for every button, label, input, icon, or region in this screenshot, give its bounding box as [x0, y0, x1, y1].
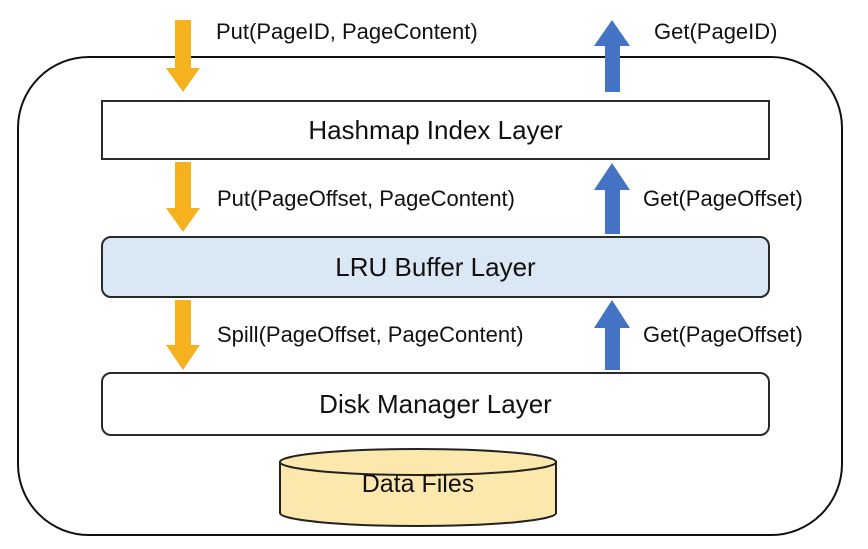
hashmap-index-layer: Hashmap Index Layer	[101, 100, 770, 160]
data-files-cylinder	[279, 448, 557, 527]
lru-buffer-layer-label: LRU Buffer Layer	[335, 251, 536, 282]
data-files-label: Data Files	[361, 470, 475, 498]
hashmap-index-layer-label: Hashmap Index Layer	[308, 114, 563, 145]
put-top-arrow	[166, 20, 200, 92]
spill-arrow	[166, 300, 200, 370]
disk-manager-layer: Disk Manager Layer	[101, 372, 770, 436]
get-pageoffset-bottom-label: Get(PageOffset)	[643, 322, 803, 347]
put-pageid-label: Put(PageID, PageContent)	[216, 19, 478, 44]
put-pageoffset-label: Put(PageOffset, PageContent)	[217, 186, 515, 211]
get-top-arrow	[594, 20, 630, 92]
get-pageid-label: Get(PageID)	[654, 19, 778, 44]
lru-buffer-layer: LRU Buffer Layer	[101, 236, 770, 298]
disk-manager-layer-label: Disk Manager Layer	[319, 388, 552, 419]
get-middle-arrow	[594, 163, 630, 234]
get-pageoffset-middle-label: Get(PageOffset)	[643, 186, 803, 211]
put-middle-arrow	[166, 162, 200, 232]
spill-label: Spill(PageOffset, PageContent)	[217, 322, 524, 347]
get-bottom-arrow	[594, 300, 630, 370]
